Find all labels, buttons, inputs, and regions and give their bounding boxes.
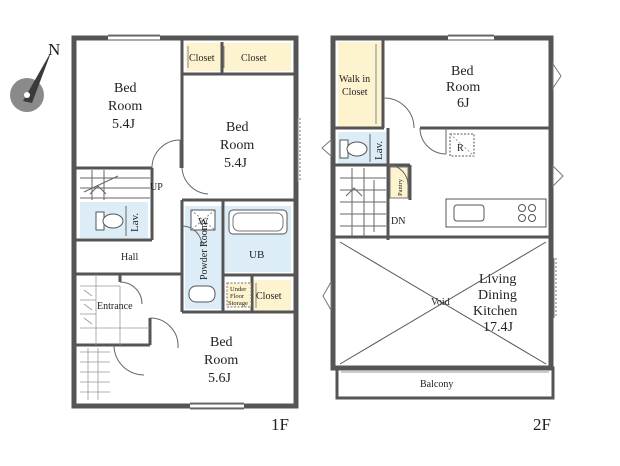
washer-label: W [198, 216, 209, 228]
void-label: Void [431, 297, 450, 308]
bathtub-icon [228, 209, 288, 235]
ldk-line-3: Kitchen [473, 304, 517, 319]
bed-b-line-2: Room [220, 138, 254, 153]
walk-in-line-2: Closet [342, 87, 368, 98]
walk-in-fill [338, 42, 382, 128]
ldk-line-2: Dining [478, 288, 517, 303]
fridge-label: R [457, 143, 464, 154]
walk-in-line-1: Walk in [339, 74, 370, 85]
windows-1f [108, 34, 301, 410]
under-floor-storage: Under Floor Storage [226, 282, 252, 308]
pantry-label: Pantry [397, 178, 404, 196]
svg-text:Floor: Floor [230, 293, 245, 300]
floor-2f: DN Pantry R Lav. [321, 34, 564, 434]
entrance-label: Entrance [97, 301, 133, 312]
balcony-label: Balcony [420, 379, 453, 390]
closet-1-label: Closet [189, 53, 215, 64]
compass-needle-icon [23, 50, 52, 103]
closet-1-fill [186, 43, 222, 71]
interior-walls-1f [76, 38, 296, 347]
void-area [339, 241, 547, 365]
hall-label: Hall [121, 252, 138, 263]
entrance-hatch [83, 289, 93, 325]
svg-text:Storage: Storage [228, 300, 248, 307]
windows-2f [321, 34, 564, 318]
compass: N [10, 40, 60, 112]
floor-2f-label: 2F [533, 415, 551, 434]
bed-b-size: 5.4J [224, 156, 248, 171]
ub-label: UB [249, 249, 264, 261]
closet-3-label: Closet [256, 291, 282, 302]
kitchen-sink-icon [453, 204, 485, 222]
closet-marks-1f [187, 46, 257, 308]
balcony-fill [337, 368, 553, 398]
compass-north-label: N [48, 40, 60, 59]
ldk-line-1: Living [479, 272, 516, 287]
lav-2f-label: Lav. [373, 141, 385, 160]
doors-2f [383, 97, 447, 186]
powder-room-label: Powder Room [199, 222, 210, 280]
toilet-2f-icon [339, 139, 368, 159]
kitchen-counter [445, 198, 547, 228]
stairs-1f [80, 170, 150, 200]
interior-walls-2f [335, 38, 551, 240]
floor-1f: UP [71, 34, 301, 434]
stairs-2f [340, 168, 386, 236]
up-label: UP [150, 182, 163, 193]
closet-2-label: Closet [241, 53, 267, 64]
fridge-icon [449, 133, 475, 157]
stove-icon [518, 204, 536, 222]
washer-icon [190, 209, 216, 231]
powder-sink-icon [188, 285, 216, 303]
bed-c-line-1: Bed [210, 335, 233, 350]
toilet-icon [95, 211, 124, 231]
bed-c-line-2: Room [204, 353, 238, 368]
bed-b-line-1: Bed [226, 120, 249, 135]
bed-c-size: 5.6J [208, 371, 232, 386]
bed-a-line-1: Bed [114, 81, 137, 96]
closet-3-fill [253, 280, 291, 311]
entrance-tiles [80, 276, 150, 400]
bed-2f-line-2: Room [446, 80, 480, 95]
svg-text:Under: Under [230, 286, 247, 293]
bed-2f-size: 6J [457, 96, 470, 111]
closet-2-fill [222, 43, 291, 71]
ldk-size: 17.4J [483, 320, 514, 335]
balcony-rail [335, 366, 555, 400]
floor-1f-label: 1F [271, 415, 289, 434]
dn-label: DN [391, 216, 405, 227]
bed-a-size: 5.4J [112, 117, 136, 132]
outer-wall-1f [71, 35, 299, 409]
bed-a-line-2: Room [108, 99, 142, 114]
bed-2f-line-1: Bed [451, 64, 474, 79]
doors-1f [113, 139, 209, 376]
lav-1f-label: Lav. [129, 213, 141, 232]
